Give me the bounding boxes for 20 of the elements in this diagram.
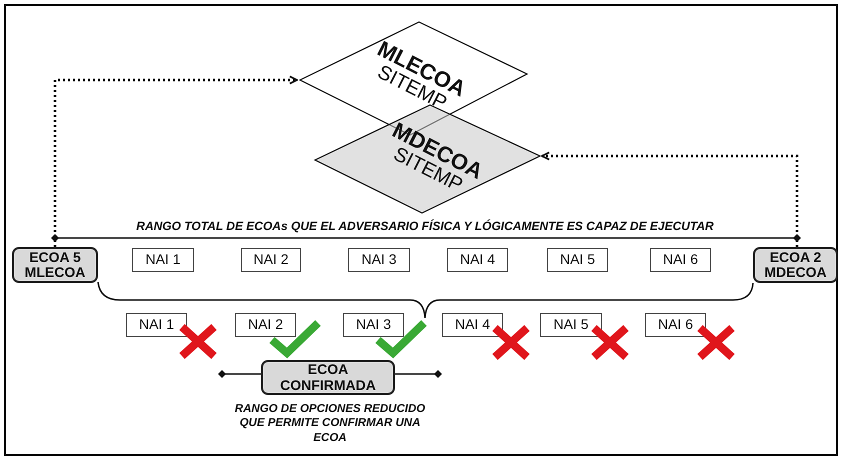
nai-box: NAI 6 bbox=[645, 313, 706, 337]
nai-box: NAI 2 bbox=[235, 313, 296, 337]
nai-box: NAI 3 bbox=[348, 248, 410, 272]
dotted-arrow bbox=[541, 152, 798, 247]
caption-text: RANGO DE OPCIONES REDUCIDO QUE PERMITE CONFIRMAR UNA ECOA bbox=[234, 402, 426, 446]
nai-box: NAI 6 bbox=[650, 248, 711, 272]
nai-box: NAI 4 bbox=[447, 248, 508, 272]
diamond-shape bbox=[315, 105, 540, 213]
nai-box: NAI 5 bbox=[540, 313, 602, 337]
nai-box: NAI 2 bbox=[241, 248, 301, 272]
dotted-arrow bbox=[54, 76, 298, 247]
ecoa-box: ECOA 2 MDECOA bbox=[753, 247, 838, 283]
nai-box: NAI 5 bbox=[547, 248, 608, 272]
note-text: RANGO TOTAL DE ECOAs QUE EL ADVERSARIO FÍSICA Y LÓGICAMENTE ES CAPAZ DE EJECUTAR bbox=[135, 219, 715, 234]
nai-box: NAI 4 bbox=[442, 313, 503, 337]
ecoa-box: ECOA 5 MLECOA bbox=[12, 247, 98, 283]
nai-box: NAI 1 bbox=[132, 248, 194, 272]
ecoa-box: ECOA CONFIRMADA bbox=[261, 360, 395, 395]
nai-box: NAI 1 bbox=[126, 313, 187, 337]
nai-box: NAI 3 bbox=[343, 313, 404, 337]
